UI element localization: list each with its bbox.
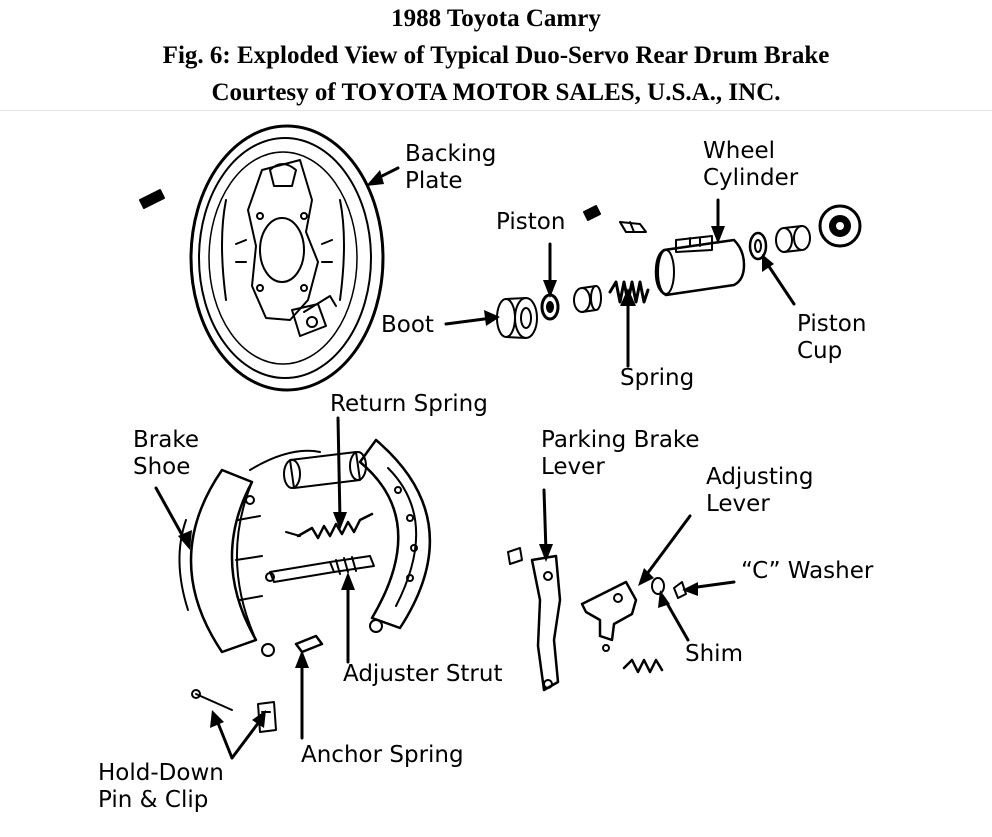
label-c-washer: “C” Washer xyxy=(741,558,874,584)
label-parking-brake-lever: Parking Brake Lever xyxy=(541,427,700,480)
parking-brake-lever xyxy=(507,547,562,692)
label-piston: Piston xyxy=(496,209,566,235)
label-hold-down-pin-clip: Hold-Down Pin & Clip xyxy=(98,760,224,813)
leader-return-spring xyxy=(336,416,342,522)
label-piston-cup: Piston Cup xyxy=(797,311,867,364)
figure-header: 1988 Toyota Camry Fig. 6: Exploded View … xyxy=(0,0,992,111)
brake-shoe-assembly xyxy=(178,438,432,657)
label-adjusting-lever: Adjusting Lever xyxy=(706,464,814,517)
leader-piston-cup xyxy=(764,260,796,306)
leader-brake-shoe xyxy=(154,486,188,544)
leader-boot xyxy=(444,316,494,326)
figure-title: Fig. 6: Exploded View of Typical Duo-Ser… xyxy=(162,42,830,69)
label-brake-shoe: Brake Shoe xyxy=(133,427,199,480)
leader-shim xyxy=(662,596,690,642)
label-backing-plate: Backing Plate xyxy=(405,141,497,194)
adjusting-lever-parts xyxy=(580,577,687,674)
leader-parking-brake-lever xyxy=(542,488,548,554)
leader-hold-down xyxy=(214,716,264,760)
label-wheel-cylinder: Wheel Cylinder xyxy=(703,138,799,191)
label-boot: Boot xyxy=(381,312,434,338)
courtesy-line: Courtesy of TOYOTA MOTOR SALES, U.S.A., … xyxy=(211,79,781,106)
label-return-spring: Return Spring xyxy=(330,391,488,417)
vehicle-title: 1988 Toyota Camry xyxy=(391,5,601,32)
label-anchor-spring: Anchor Spring xyxy=(301,742,464,768)
label-adjuster-strut: Adjuster Strut xyxy=(343,661,503,687)
leader-lines xyxy=(154,166,796,760)
label-shim: Shim xyxy=(685,641,743,667)
label-spring: Spring xyxy=(620,365,695,391)
small-stud xyxy=(139,189,165,209)
backing-plate xyxy=(189,124,385,392)
arrowheads xyxy=(178,170,774,728)
leader-adjusting-lever xyxy=(642,514,692,580)
